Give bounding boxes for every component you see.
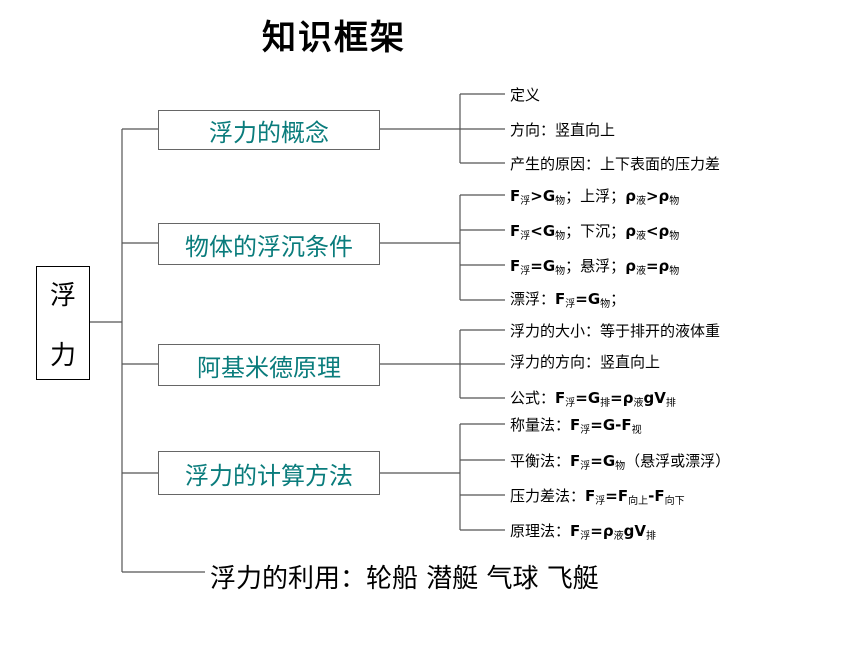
root-node: 浮 力	[36, 266, 90, 380]
branch-archimedes: 阿基米德原理	[158, 344, 380, 386]
leaf-condition-sink: F浮<G物；下沉；ρ液<ρ物	[510, 222, 680, 242]
leaf-direction: 方向：竖直向上	[510, 121, 616, 139]
leaf-definition: 定义	[510, 86, 541, 104]
leaf-buoyancy-magnitude: 浮力的大小：等于排开的液体重	[510, 322, 721, 340]
page-title: 知识框架	[262, 18, 406, 58]
leaf-condition-rise: F浮>G物；上浮；ρ液>ρ物	[510, 187, 680, 207]
leaf-condition-suspend: F浮=G物；悬浮；ρ液=ρ物	[510, 257, 680, 277]
leaf-cause: 产生的原因：上下表面的压力差	[510, 155, 721, 173]
root-char-2: 力	[49, 341, 76, 371]
leaf-balance-method: 平衡法：F浮=G物（悬浮或漂浮）	[510, 452, 731, 472]
leaf-principle-method: 原理法：F浮=ρ液gV排	[510, 522, 656, 542]
branch-float-sink-conditions: 物体的浮沉条件	[158, 223, 380, 265]
branch-calculation-methods: 浮力的计算方法	[158, 451, 380, 495]
leaf-weighing-method: 称量法：F浮=G-F视	[510, 416, 642, 436]
root-char-1: 浮	[49, 281, 76, 311]
leaf-buoyancy-direction: 浮力的方向：竖直向上	[510, 353, 661, 371]
utilization-text: 浮力的利用：轮船 潜艇 气球 飞艇	[210, 564, 599, 594]
leaf-pressure-difference-method: 压力差法：F浮=F向上-F向下	[510, 487, 685, 507]
leaf-condition-float: 漂浮：F浮=G物；	[510, 290, 626, 310]
leaf-formula: 公式：F浮=G排=ρ液gV排	[510, 389, 676, 409]
branch-concept: 浮力的概念	[158, 110, 380, 150]
